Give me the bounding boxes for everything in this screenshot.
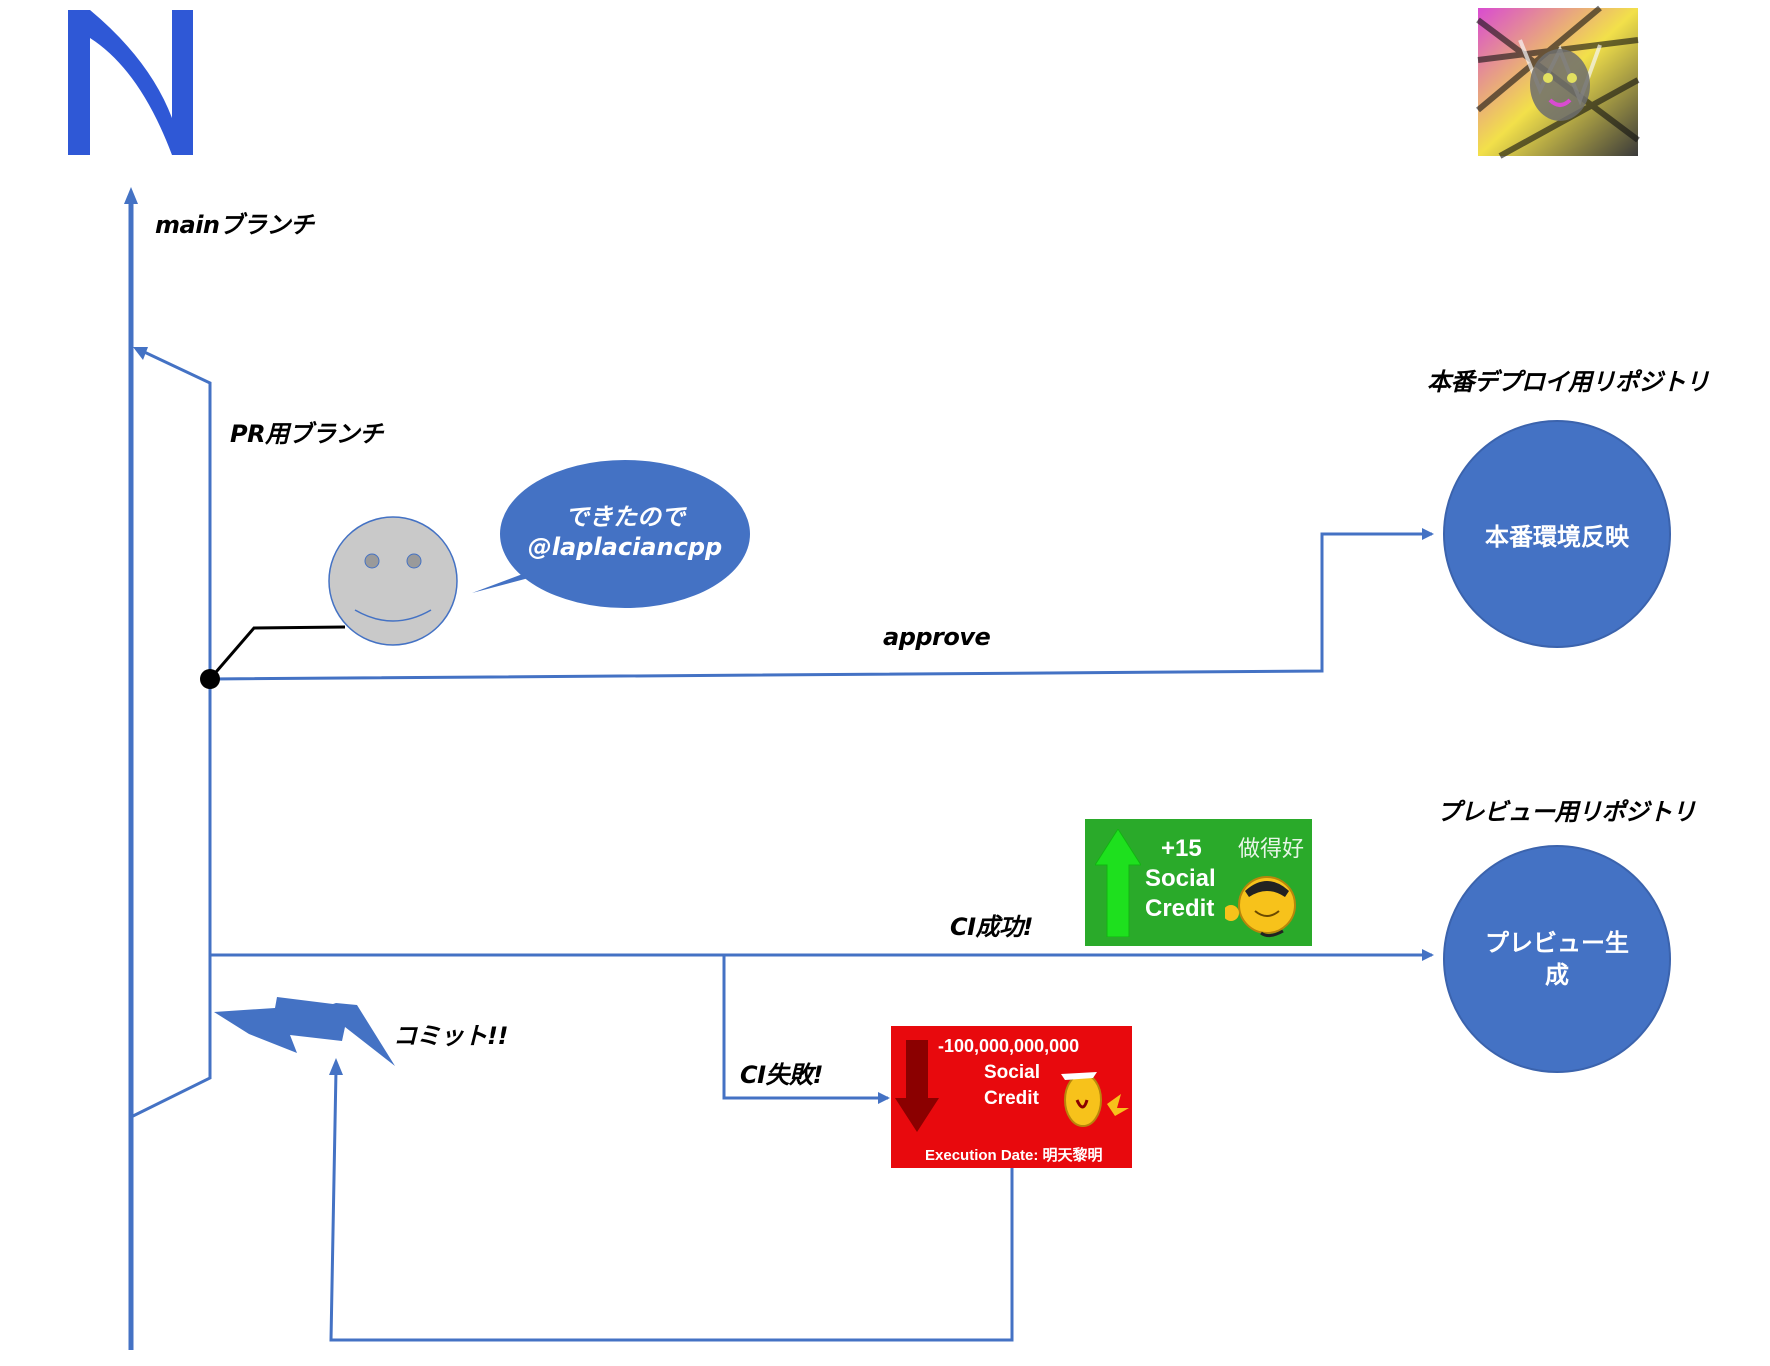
minus-amount: -100,000,000,000 xyxy=(938,1036,1080,1056)
cat-avatar-icon xyxy=(1476,5,1640,159)
minus-social: Social xyxy=(984,1062,1040,1083)
execution-date: Execution Date: 明天黎明 xyxy=(925,1147,1103,1164)
prod-node-label: 本番環境反映 xyxy=(1485,522,1629,551)
preview-node: プレビュー生 成 xyxy=(1443,845,1671,1073)
preview-repo-label: プレビュー用リポジトリ xyxy=(1437,798,1696,826)
approve-label: approve xyxy=(883,623,991,651)
social-credit-minus-card: -100,000,000,000 Social Credit Execution… xyxy=(891,1026,1132,1168)
ci-success-label: CI成功! xyxy=(950,913,1034,941)
chinese-praise: 做得好 xyxy=(1238,837,1305,862)
logo-n-icon xyxy=(68,10,193,155)
preview-node-label-2: 成 xyxy=(1545,961,1569,989)
plus-credit: Credit xyxy=(1145,895,1215,922)
pr-branch-line xyxy=(130,348,212,1119)
approve-line xyxy=(209,528,1434,681)
pr-branch-label: PR用ブランチ xyxy=(230,420,383,448)
down-arrow-icon xyxy=(895,1040,939,1132)
ci-fail-line xyxy=(722,955,890,1104)
preview-node-label-1: プレビュー生 xyxy=(1485,929,1629,957)
plus-amount: +15 xyxy=(1161,835,1202,862)
smiley-icon xyxy=(328,516,458,646)
happy-face-icon xyxy=(1225,876,1296,938)
minus-credit: Credit xyxy=(984,1088,1039,1109)
retry-line xyxy=(329,1069,1014,1342)
reviewer-connector xyxy=(208,625,346,680)
commit-label: コミット!! xyxy=(393,1022,508,1050)
plus-social: Social xyxy=(1145,865,1216,892)
review-dot xyxy=(200,669,220,689)
prod-repo-label: 本番デプロイ用リポジトリ xyxy=(1427,368,1710,396)
sad-face-icon xyxy=(1061,1072,1129,1127)
prod-node: 本番環境反映 xyxy=(1443,420,1671,648)
main-branch-label: mainブランチ xyxy=(155,211,314,239)
up-arrow-icon xyxy=(1095,829,1141,937)
ci-fail-label: CI失敗! xyxy=(740,1061,824,1089)
bubble-line-2: @laplaciancpp xyxy=(527,533,723,561)
lightning-icon xyxy=(214,997,395,1066)
bubble-message: できたので @laplaciancpp xyxy=(520,502,730,562)
bubble-line-1: できたので xyxy=(565,503,685,531)
speech-bubble xyxy=(472,460,750,608)
social-credit-plus-card: +15 Social Credit 做得好 xyxy=(1085,819,1312,946)
